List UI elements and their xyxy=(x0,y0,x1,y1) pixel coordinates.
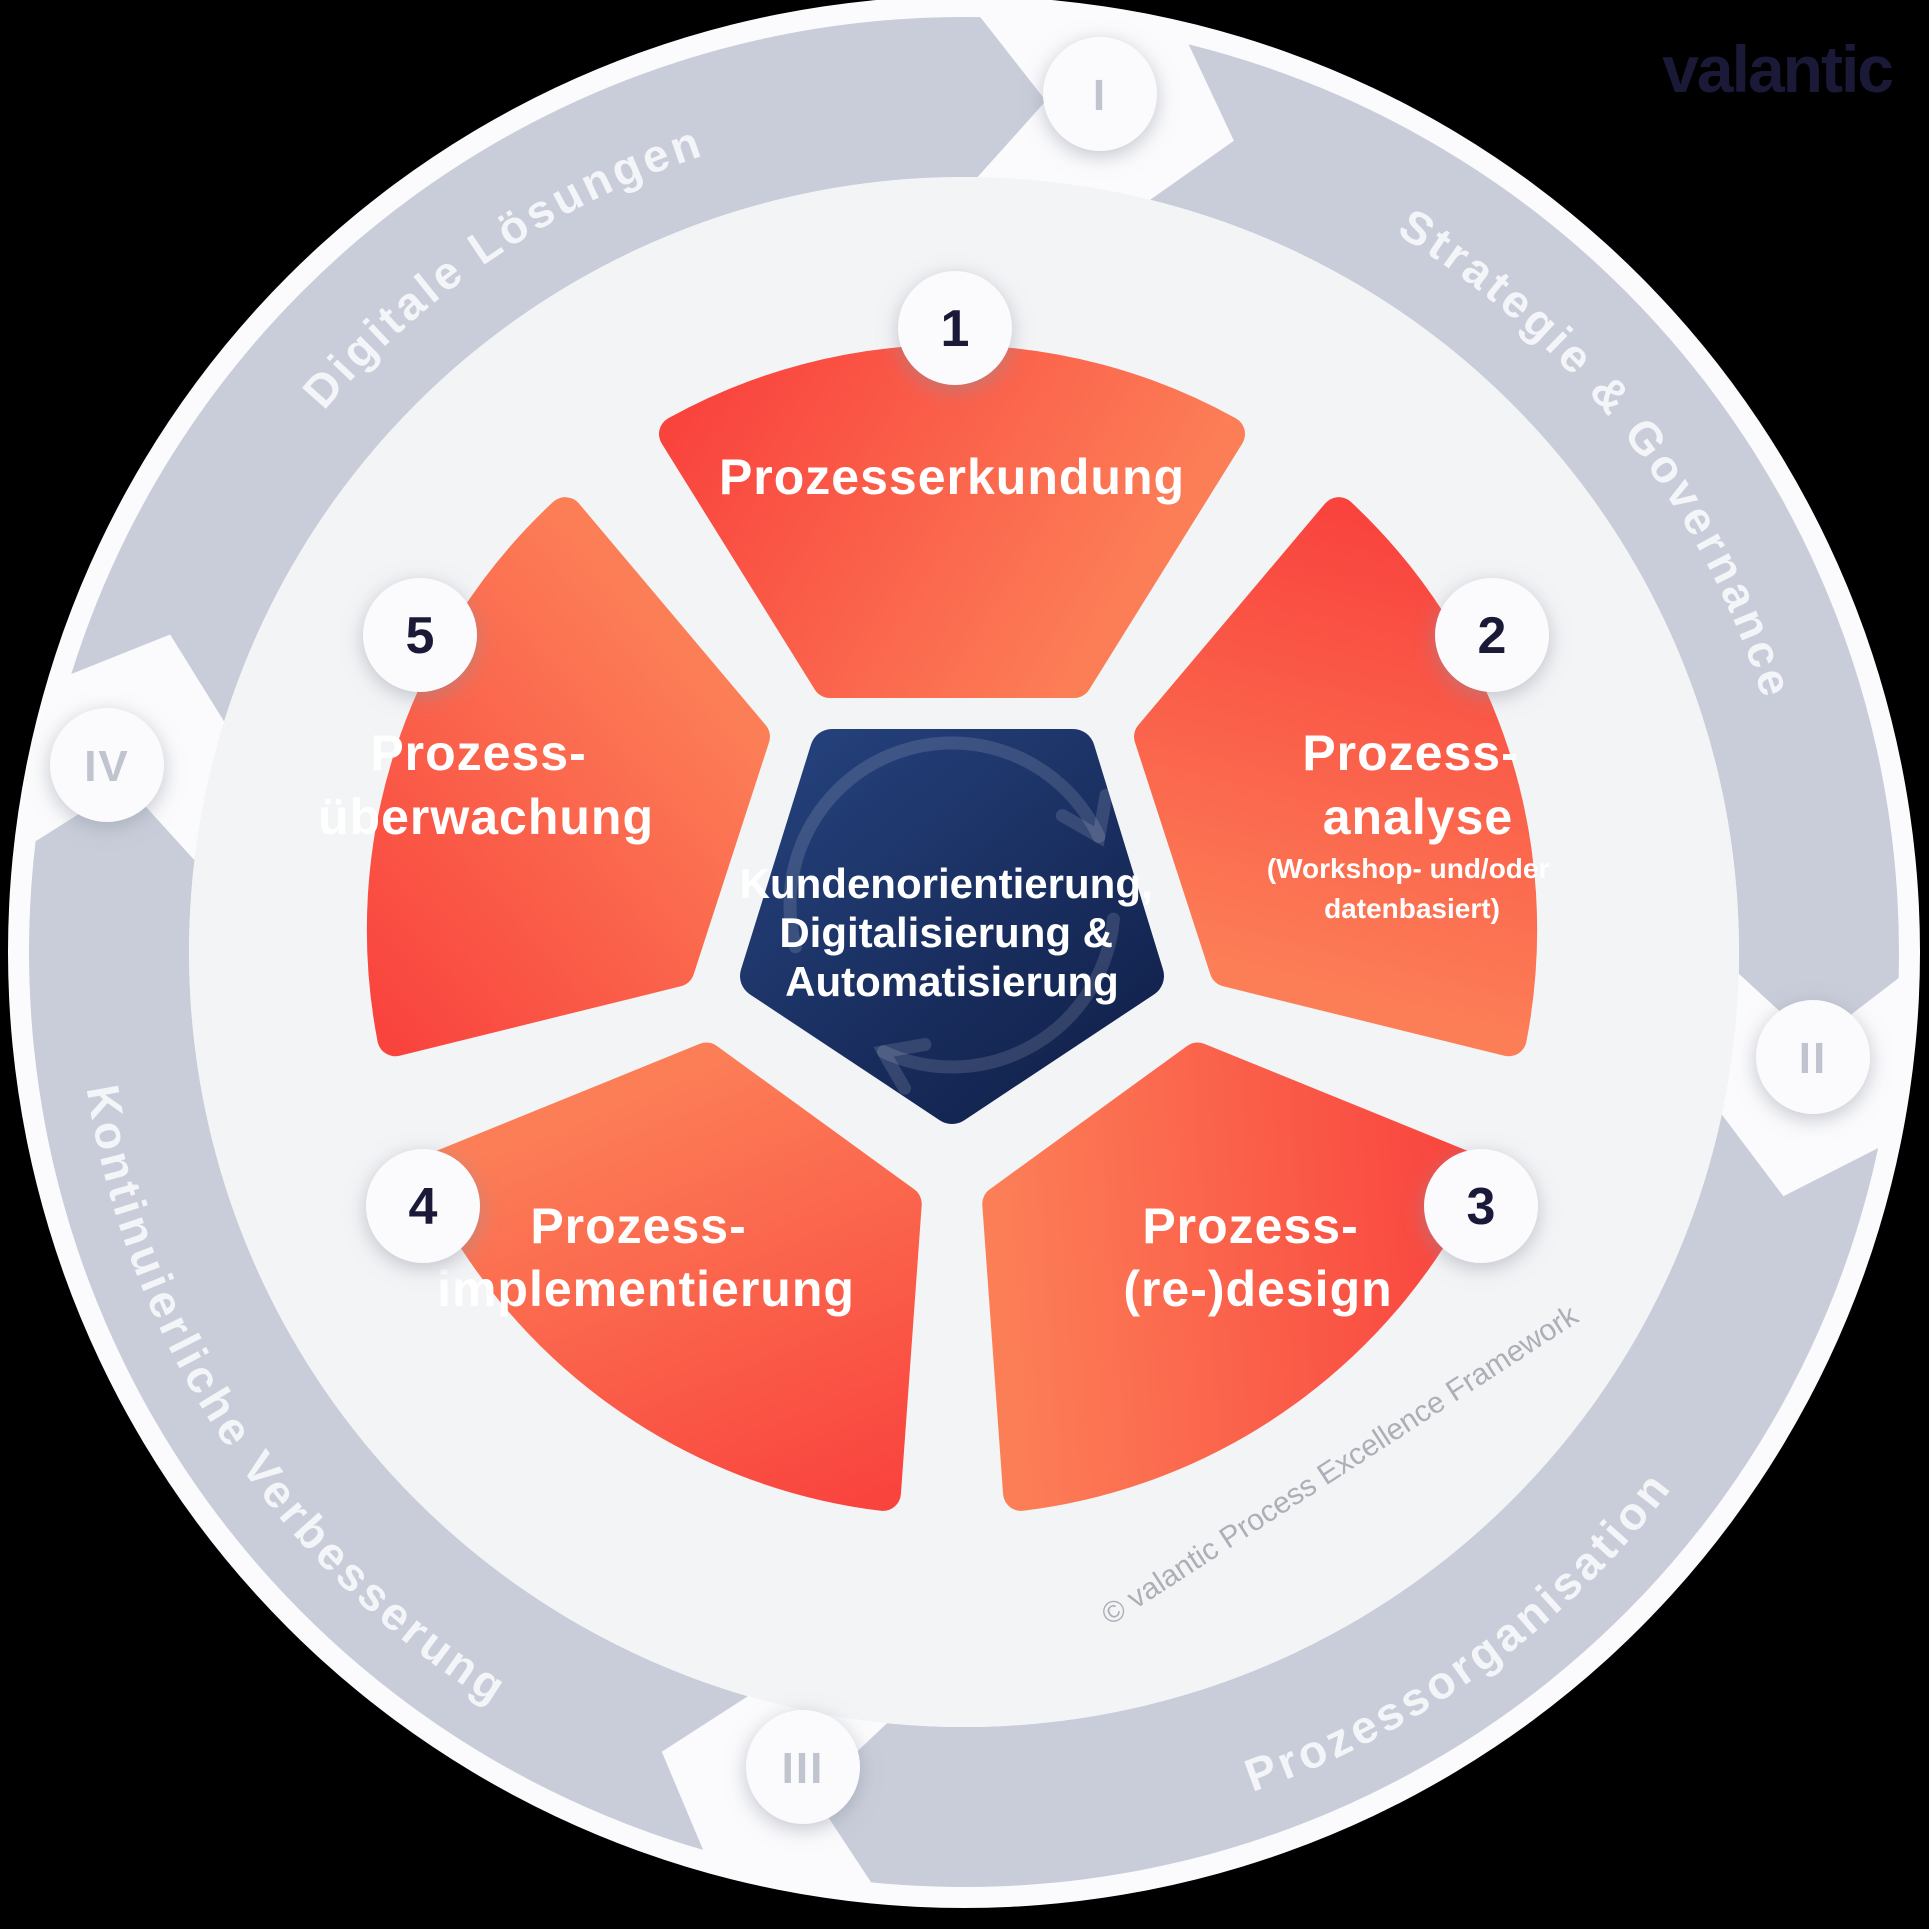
segment-1-label: Prozesserkundung xyxy=(719,449,1185,505)
numeral-circle-2 xyxy=(1756,1000,1870,1114)
step-3-number: 3 xyxy=(1467,1178,1496,1236)
segment-5 xyxy=(366,497,770,1057)
step-2-number: 2 xyxy=(1478,607,1507,665)
numeral-circle-3 xyxy=(746,1710,860,1824)
segment-2-sublabel: (Workshop- und/oder datenbasiert) xyxy=(1267,853,1557,924)
step-1-badge xyxy=(898,271,1012,385)
pentagon-line1: Kundenorientierung, xyxy=(740,860,1153,907)
segment-3-label: Prozess- (re-)design xyxy=(1123,1198,1392,1317)
segment-4-label: Prozess- implementierung xyxy=(437,1198,855,1317)
center-pentagon-label: Kundenorientierung, Digitalisierung & Au… xyxy=(740,860,1165,1005)
step-1-number: 1 xyxy=(941,300,970,358)
segment-3-line2: (re-)design xyxy=(1123,1261,1392,1317)
ring-arc-segment-2 xyxy=(812,1114,1879,1888)
numeral-II: II xyxy=(1799,1034,1827,1083)
segment-5-line1: Prozess- xyxy=(370,725,586,781)
step-3-badge xyxy=(1424,1149,1538,1263)
segment-2-label: Prozess- analyse xyxy=(1302,725,1533,845)
segment-2 xyxy=(1134,497,1538,1057)
segment-3-line1: Prozess- xyxy=(1142,1198,1358,1254)
step-number-badges: 1 2 3 4 5 xyxy=(363,271,1549,1263)
numeral-IV: IV xyxy=(84,742,130,791)
segment-2-subline1: (Workshop- und/oder xyxy=(1267,853,1550,884)
ring-arc-segment-1 xyxy=(1150,44,1899,1043)
cycle-arrow-arc-1 xyxy=(783,736,1106,954)
pentagon-line2: Digitalisierung & xyxy=(779,909,1113,956)
segment-2-subline2: datenbasiert) xyxy=(1324,893,1500,924)
ring-arc-segment-4 xyxy=(71,16,1046,722)
cycle-arrow-head-1 xyxy=(1055,788,1113,847)
step-4-badge xyxy=(366,1149,480,1263)
segment-5-label: Prozess- überwachung xyxy=(318,725,654,845)
step-2-badge xyxy=(1435,578,1549,692)
step-5-number: 5 xyxy=(406,607,435,665)
step-4-number: 4 xyxy=(409,1178,438,1236)
center-pentagon xyxy=(740,729,1164,1124)
segment-4-line1: Prozess- xyxy=(530,1198,746,1254)
segment-5-line2: überwachung xyxy=(318,789,654,845)
numeral-circle-4 xyxy=(50,708,164,822)
numeral-III: III xyxy=(782,1744,825,1793)
pentagon-line3: Automatisierung xyxy=(785,958,1119,1005)
segment-2-line1: Prozess- xyxy=(1302,725,1518,781)
segment-4-line2: implementierung xyxy=(437,1261,855,1317)
cycle-arrow-head-2 xyxy=(873,1038,932,1095)
outer-ring xyxy=(29,16,1899,1888)
numeral-circle-1 xyxy=(1043,37,1157,151)
cycle-arrow-arc-2 xyxy=(877,912,1120,1074)
ring-numerals: I II III IV xyxy=(50,37,1870,1824)
valantic-logo: valantic xyxy=(1662,32,1892,106)
numeral-I: I xyxy=(1093,71,1107,120)
step-5-badge xyxy=(363,578,477,692)
ring-arc-segment-3 xyxy=(29,784,748,1850)
step-segments xyxy=(366,344,1538,1511)
cycle-arrows-icon xyxy=(783,736,1120,1095)
segment-2-line2: analyse xyxy=(1323,789,1513,845)
